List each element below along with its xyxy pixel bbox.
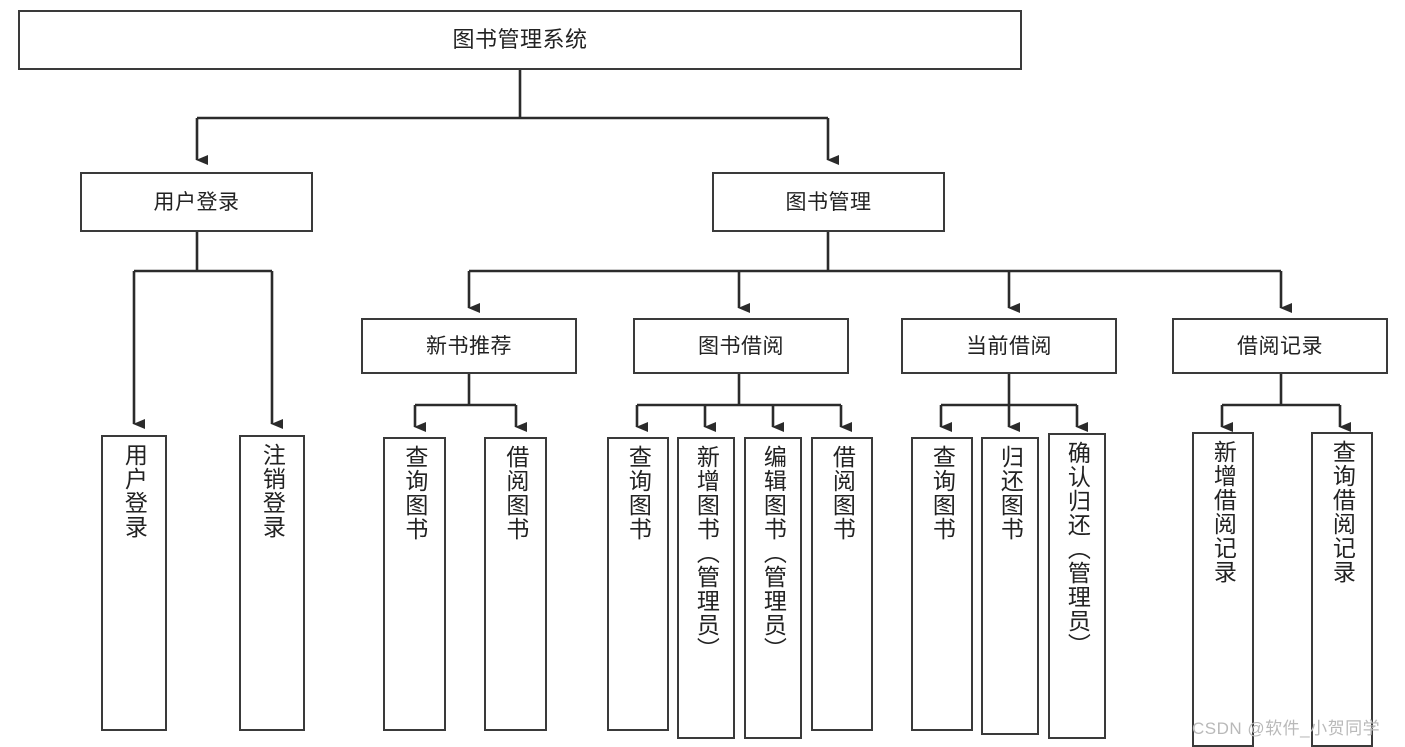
node-root[interactable]: 图书管理系统 xyxy=(18,10,1022,70)
node-leaf-add-record-label: 新增借阅记录 xyxy=(1210,440,1237,584)
node-leaf-borrow-book-2-label: 借阅图书 xyxy=(829,445,856,541)
node-book-borrow-label: 图书借阅 xyxy=(698,334,784,358)
node-leaf-edit-book[interactable]: 编辑图书（管理员） xyxy=(744,437,802,739)
node-leaf-query-record-label: 查询借阅记录 xyxy=(1329,440,1356,584)
node-book-manage-label: 图书管理 xyxy=(785,190,872,214)
node-leaf-user-login[interactable]: 用户登录 xyxy=(101,435,167,731)
node-leaf-logout-login-label: 注销登录 xyxy=(259,443,286,539)
node-current-borrow-label: 当前借阅 xyxy=(966,334,1052,358)
node-leaf-borrow-book-1-label: 借阅图书 xyxy=(502,445,529,541)
node-leaf-query-book-3-label: 查询图书 xyxy=(929,445,956,541)
node-current-borrow[interactable]: 当前借阅 xyxy=(901,318,1117,374)
node-new-book-recommend-label: 新书推荐 xyxy=(426,334,512,358)
node-book-manage[interactable]: 图书管理 xyxy=(712,172,945,232)
node-leaf-confirm-return-label: 确认归还（管理员） xyxy=(1064,441,1091,657)
node-leaf-query-book-3[interactable]: 查询图书 xyxy=(911,437,973,731)
node-leaf-add-book[interactable]: 新增图书（管理员） xyxy=(677,437,735,739)
node-leaf-query-book-1-label: 查询图书 xyxy=(401,445,428,541)
node-new-book-recommend[interactable]: 新书推荐 xyxy=(361,318,577,374)
node-user-login-label: 用户登录 xyxy=(153,190,240,214)
watermark: CSDN @软件_小贺同学 xyxy=(1192,719,1381,738)
node-leaf-return-book-label: 归还图书 xyxy=(997,445,1024,541)
node-leaf-logout-login[interactable]: 注销登录 xyxy=(239,435,305,731)
node-book-borrow[interactable]: 图书借阅 xyxy=(633,318,849,374)
node-borrow-record-label: 借阅记录 xyxy=(1237,334,1323,358)
node-leaf-query-book-2[interactable]: 查询图书 xyxy=(607,437,669,731)
node-leaf-borrow-book-1[interactable]: 借阅图书 xyxy=(484,437,547,731)
node-leaf-query-book-1[interactable]: 查询图书 xyxy=(383,437,446,731)
node-user-login[interactable]: 用户登录 xyxy=(80,172,313,232)
node-leaf-add-book-label: 新增图书（管理员） xyxy=(693,445,720,661)
node-leaf-query-book-2-label: 查询图书 xyxy=(625,445,652,541)
node-leaf-add-record[interactable]: 新增借阅记录 xyxy=(1192,432,1254,747)
node-borrow-record[interactable]: 借阅记录 xyxy=(1172,318,1388,374)
node-leaf-user-login-label: 用户登录 xyxy=(121,443,148,539)
node-root-label: 图书管理系统 xyxy=(452,27,588,52)
node-leaf-confirm-return[interactable]: 确认归还（管理员） xyxy=(1048,433,1106,739)
node-leaf-borrow-book-2[interactable]: 借阅图书 xyxy=(811,437,873,731)
node-leaf-edit-book-label: 编辑图书（管理员） xyxy=(760,445,787,661)
node-leaf-return-book[interactable]: 归还图书 xyxy=(981,437,1039,735)
node-leaf-query-record[interactable]: 查询借阅记录 xyxy=(1311,432,1373,747)
